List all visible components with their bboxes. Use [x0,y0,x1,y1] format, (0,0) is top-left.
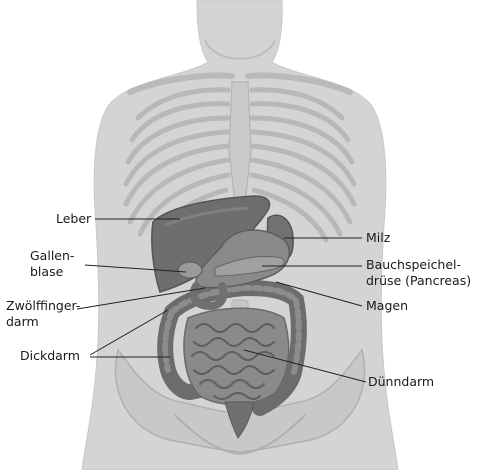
gallbladder [178,262,202,278]
label-gallenblase-line2: blase [30,264,74,280]
label-duenndarm: Dünndarm [368,374,434,390]
label-milz: Milz [366,230,390,246]
label-leber-text: Leber [56,211,91,227]
label-dickdarm-text: Dickdarm [20,348,80,364]
label-bauch-line1: Bauchspeichel- [366,257,471,273]
label-magen: Magen [366,298,408,314]
label-zwoelffinger-line1: Zwölffinger- [6,298,80,314]
label-duenndarm-text: Dünndarm [368,374,434,390]
label-magen-text: Magen [366,298,408,314]
label-leber: Leber [56,211,91,227]
label-gallenblase: Gallen- blase [30,248,74,280]
label-zwoelffingerdarm: Zwölffinger- darm [6,298,80,330]
label-bauch-line2: drüse (Pancreas) [366,273,471,289]
label-zwoelffinger-line2: darm [6,314,80,330]
label-gallenblase-line1: Gallen- [30,248,74,264]
label-bauchspeicheldruese: Bauchspeichel- drüse (Pancreas) [366,257,471,289]
label-dickdarm: Dickdarm [20,348,80,364]
label-milz-text: Milz [366,230,390,246]
